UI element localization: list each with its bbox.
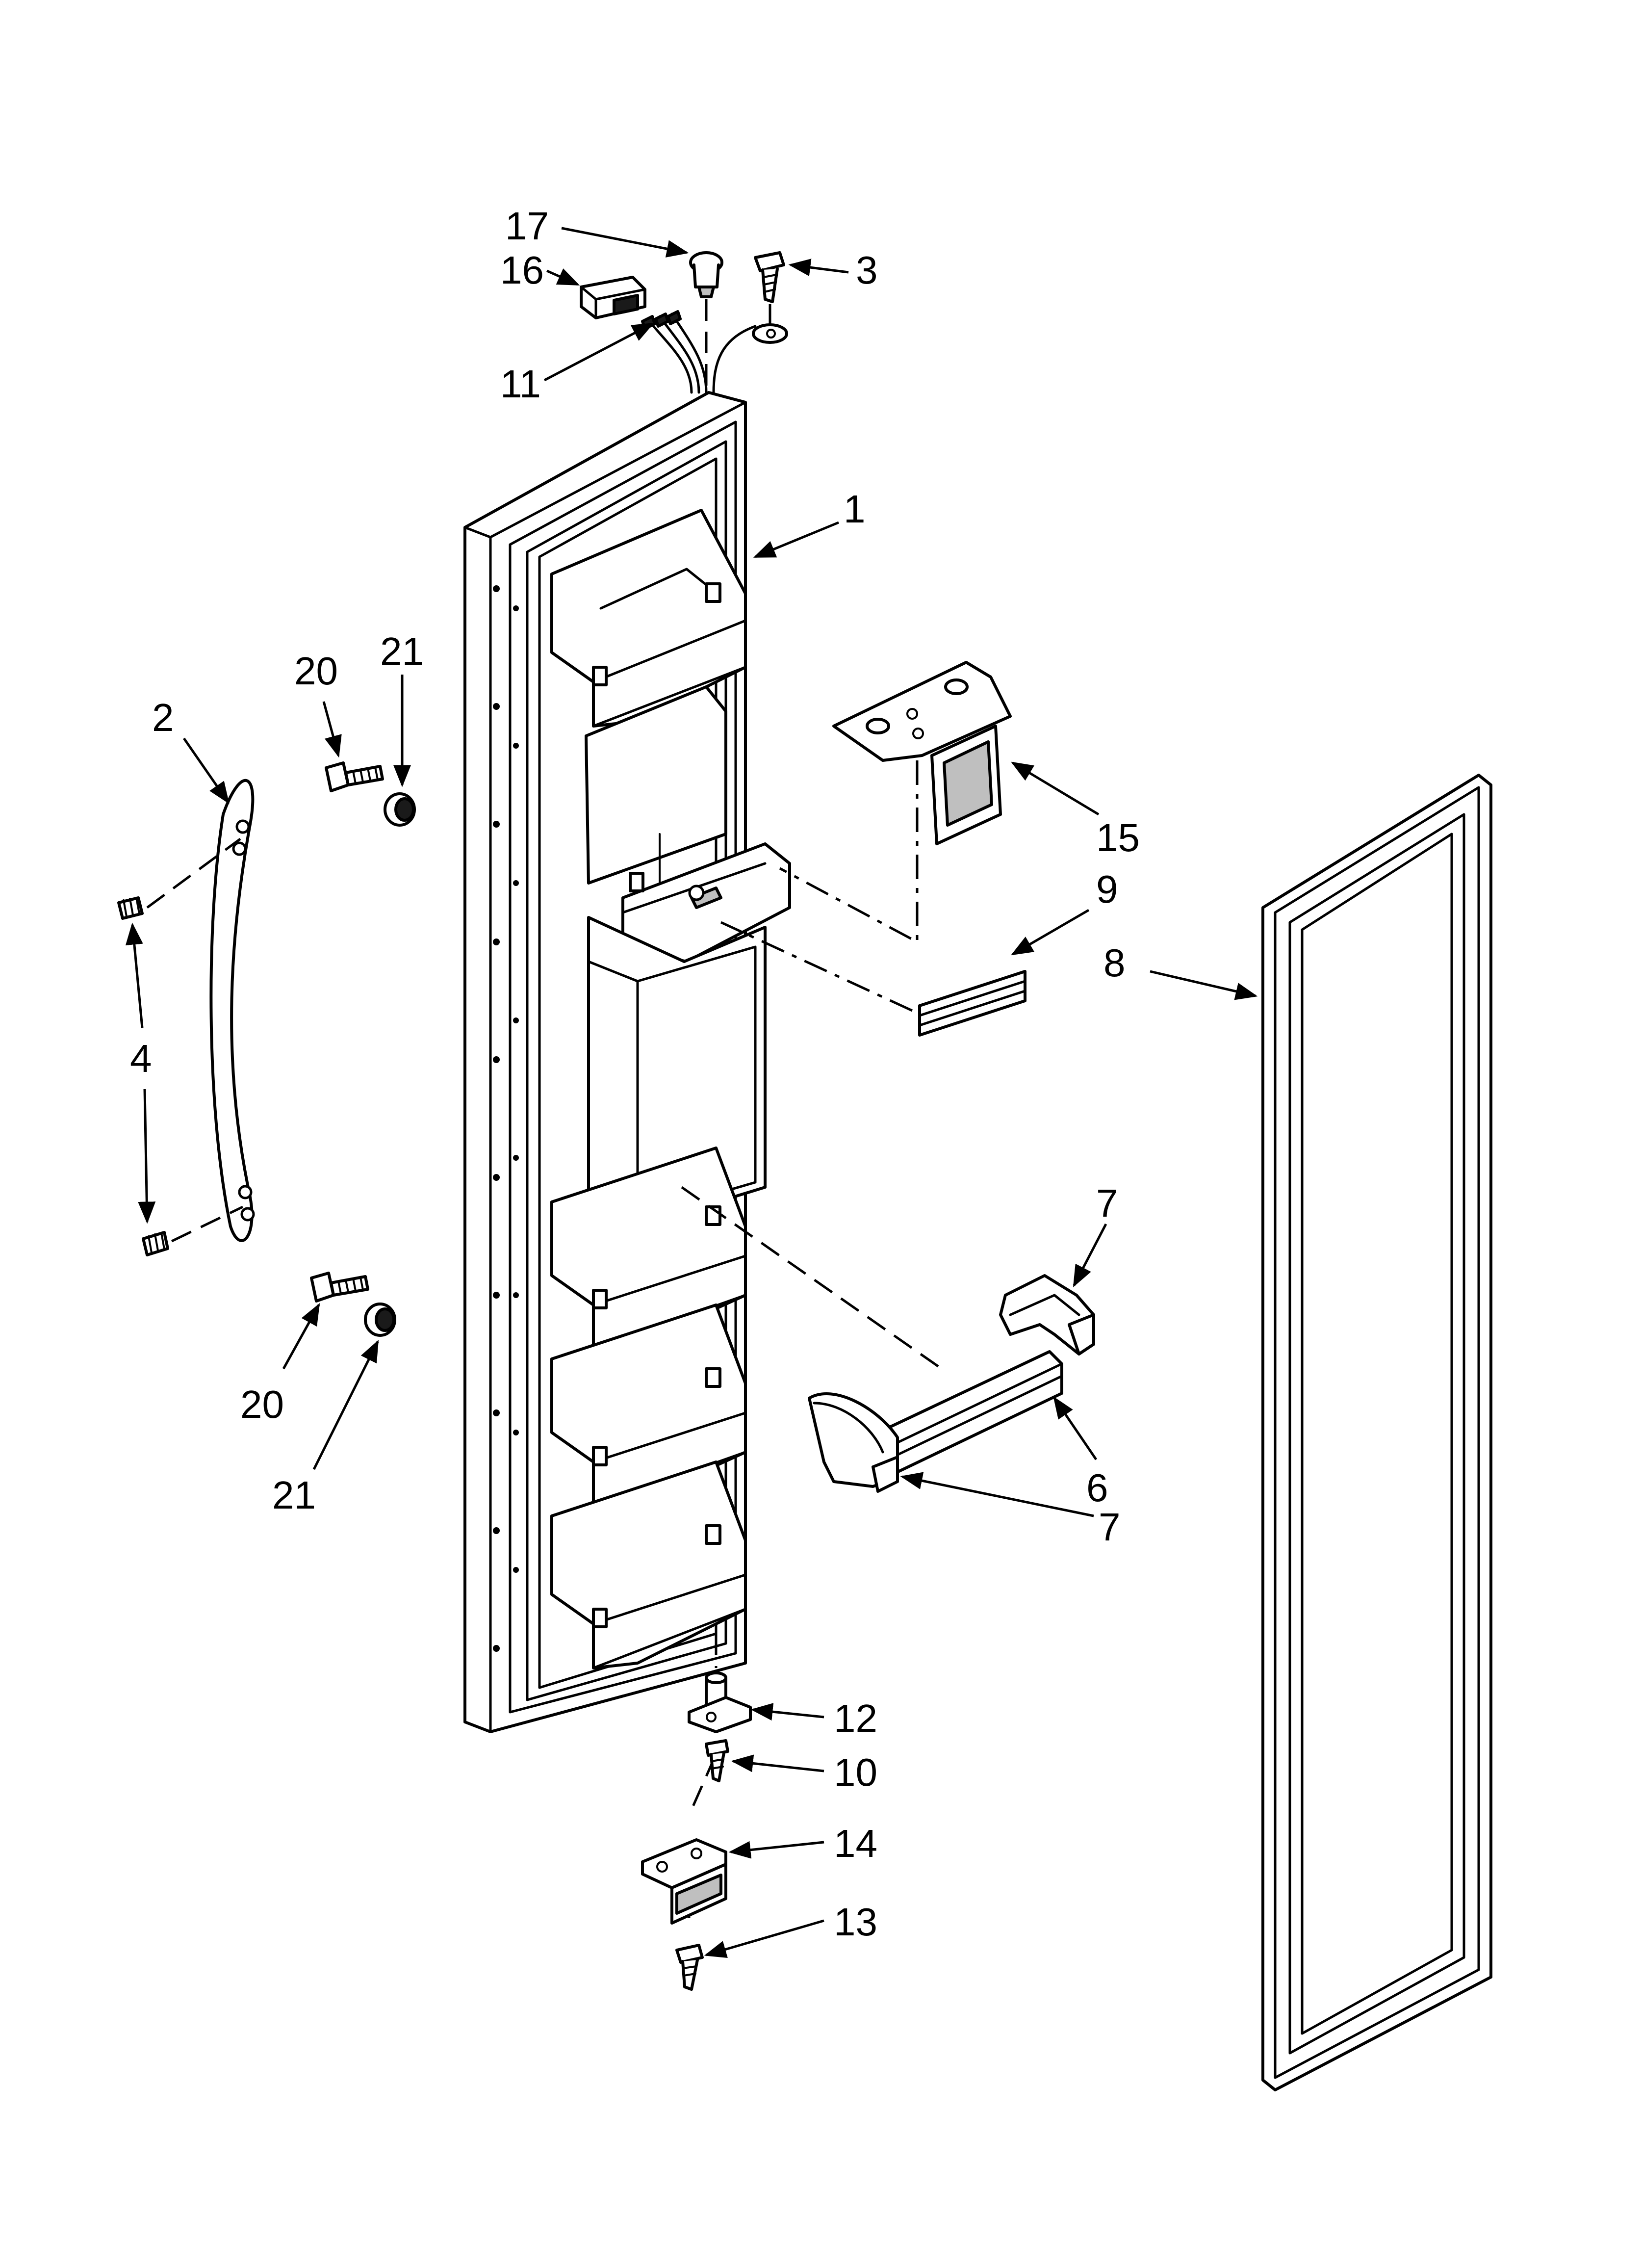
callout-11: 11 xyxy=(500,362,541,406)
part-4-stud-lower xyxy=(142,1231,169,1256)
callout-10: 10 xyxy=(834,1750,877,1794)
part-20-screw-lower xyxy=(310,1272,369,1303)
callout-14: 14 xyxy=(834,1822,877,1865)
callout-7-lower: 7 xyxy=(1099,1505,1121,1549)
callout-6: 6 xyxy=(1086,1466,1108,1510)
callout-2: 2 xyxy=(152,696,174,739)
part-20-screw-upper xyxy=(325,761,384,792)
door-assembly xyxy=(463,391,791,1733)
dispenser-housing xyxy=(585,685,791,1228)
part-2-handle xyxy=(209,779,255,1242)
callout-9: 9 xyxy=(1096,867,1118,911)
guide-9 xyxy=(720,921,913,1012)
part-13-screw xyxy=(675,1944,704,1991)
guide-15 xyxy=(779,760,919,944)
callout-4: 4 xyxy=(130,1037,152,1080)
callout-numbers: 17 16 3 11 1 20 21 2 15 9 8 4 7 20 6 7 2… xyxy=(130,204,1140,1944)
callout-21-lower: 21 xyxy=(272,1473,316,1517)
part-12-hinge-pin xyxy=(688,1671,752,1733)
part-7-clip-upper xyxy=(999,1274,1095,1356)
callout-3: 3 xyxy=(856,248,878,292)
part-17-plug xyxy=(689,251,723,298)
part-3-screw xyxy=(754,251,785,303)
part-21-spacer-upper xyxy=(384,792,416,827)
part-7-clip-lower xyxy=(808,1392,899,1493)
callout-8: 8 xyxy=(1103,941,1126,985)
guide-6 xyxy=(681,1186,943,1370)
callout-20-lower: 20 xyxy=(240,1382,284,1426)
guide-4-upper xyxy=(146,837,241,909)
door-bin-bottom xyxy=(550,1460,747,1669)
callout-17: 17 xyxy=(505,204,549,248)
callout-7-upper: 7 xyxy=(1096,1181,1118,1225)
callout-16: 16 xyxy=(500,248,544,292)
part-14-hinge-plate xyxy=(641,1838,727,1925)
part-15-bracket xyxy=(832,661,1012,845)
part-6-rail xyxy=(872,1350,1063,1478)
callout-21-upper: 21 xyxy=(380,629,424,673)
part-10-screw xyxy=(705,1739,729,1782)
callout-15: 15 xyxy=(1096,816,1140,860)
part-11-wire-harness xyxy=(641,310,788,394)
leader-lines xyxy=(125,227,1258,1958)
door-edge-screws xyxy=(493,585,519,1652)
part-4-stud-upper xyxy=(117,896,144,920)
part-16-connector xyxy=(580,276,646,319)
callout-1: 1 xyxy=(844,487,866,531)
part-8-gasket xyxy=(1261,774,1492,2091)
door-bin-top xyxy=(550,509,747,728)
callout-13: 13 xyxy=(834,1900,877,1944)
guide-4-lower xyxy=(171,1205,244,1243)
callout-20-upper: 20 xyxy=(294,649,338,693)
callout-12: 12 xyxy=(834,1696,877,1740)
part-21-spacer-lower xyxy=(364,1303,396,1337)
part-9-strip xyxy=(918,970,1026,1037)
